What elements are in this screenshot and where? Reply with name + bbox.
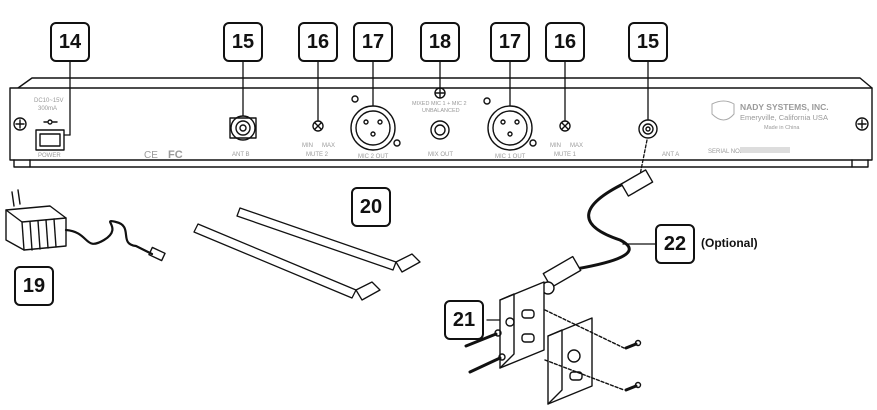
ce-mark: CE [144, 150, 158, 161]
brand-name: NADY SYSTEMS, INC. [740, 102, 829, 112]
mix-out-jack [430, 120, 450, 140]
callout-17-left: 17 [353, 22, 393, 62]
callout-14: 14 [50, 22, 90, 62]
brand-logo-emblem [711, 100, 735, 121]
antenna-pair [193, 207, 421, 301]
panel-screw-top-center [434, 87, 446, 99]
panel-screw-right [855, 117, 869, 131]
made-in-label: Made in China [764, 125, 800, 131]
power-adapter [5, 189, 166, 262]
callout-21: 21 [444, 300, 484, 340]
callout-19: 19 [14, 266, 54, 306]
mute-1-label: MUTE 1 [554, 152, 577, 158]
antenna-extension-cable [541, 169, 654, 295]
dc-current-label: 300mA [38, 106, 57, 112]
ant-b-label: ANT B [232, 152, 250, 158]
unbalanced-label: UNBALANCED [422, 108, 460, 114]
mixed-mic-label: MIXED MIC 1 + MIC 2 [412, 101, 467, 107]
power-label: POWER [38, 153, 61, 159]
callout-22: 22 [655, 224, 695, 264]
callout-15-left: 15 [223, 22, 263, 62]
mute-1-max-label: MAX [570, 143, 583, 149]
mute-1-min-label: MIN [550, 143, 561, 149]
callout-15-right: 15 [628, 22, 668, 62]
rack-mount-bracket-left [499, 281, 545, 369]
optional-note: (Optional) [701, 236, 758, 250]
ant-a-label: ANT A [662, 152, 679, 158]
mute-2-max-label: MAX [322, 143, 335, 149]
power-jack [35, 119, 65, 151]
bracket-screws [464, 309, 642, 392]
rack-mount-bracket-right [547, 317, 593, 405]
rear-panel [9, 77, 873, 168]
dc-voltage-label: DC10~15V [34, 98, 64, 104]
brand-city: Emeryville, California USA [740, 113, 828, 122]
callout-16-left: 16 [298, 22, 338, 62]
panel-screw-left [13, 117, 27, 131]
fc-mark: FC [168, 149, 183, 161]
callout-18: 18 [420, 22, 460, 62]
mix-out-label: MIX OUT [428, 152, 453, 158]
panel-printing: DC10~15V 300mA POWER CE FC ANT B MIN MAX… [34, 98, 829, 161]
mute-2-min-label: MIN [302, 143, 313, 149]
mic-1-out-label: MIC 1 OUT [495, 154, 526, 160]
mic-2-out-label: MIC 2 OUT [358, 154, 389, 160]
mute-2-label: MUTE 2 [306, 152, 329, 158]
leader-lines [63, 61, 656, 321]
callout-17-right: 17 [490, 22, 530, 62]
serial-label: SERIAL NO. [708, 149, 742, 155]
mute-2-control [312, 120, 324, 132]
mute-1-control [559, 120, 571, 132]
callout-16-right: 16 [545, 22, 585, 62]
serial-number-box [740, 147, 790, 153]
callout-20: 20 [351, 187, 391, 227]
